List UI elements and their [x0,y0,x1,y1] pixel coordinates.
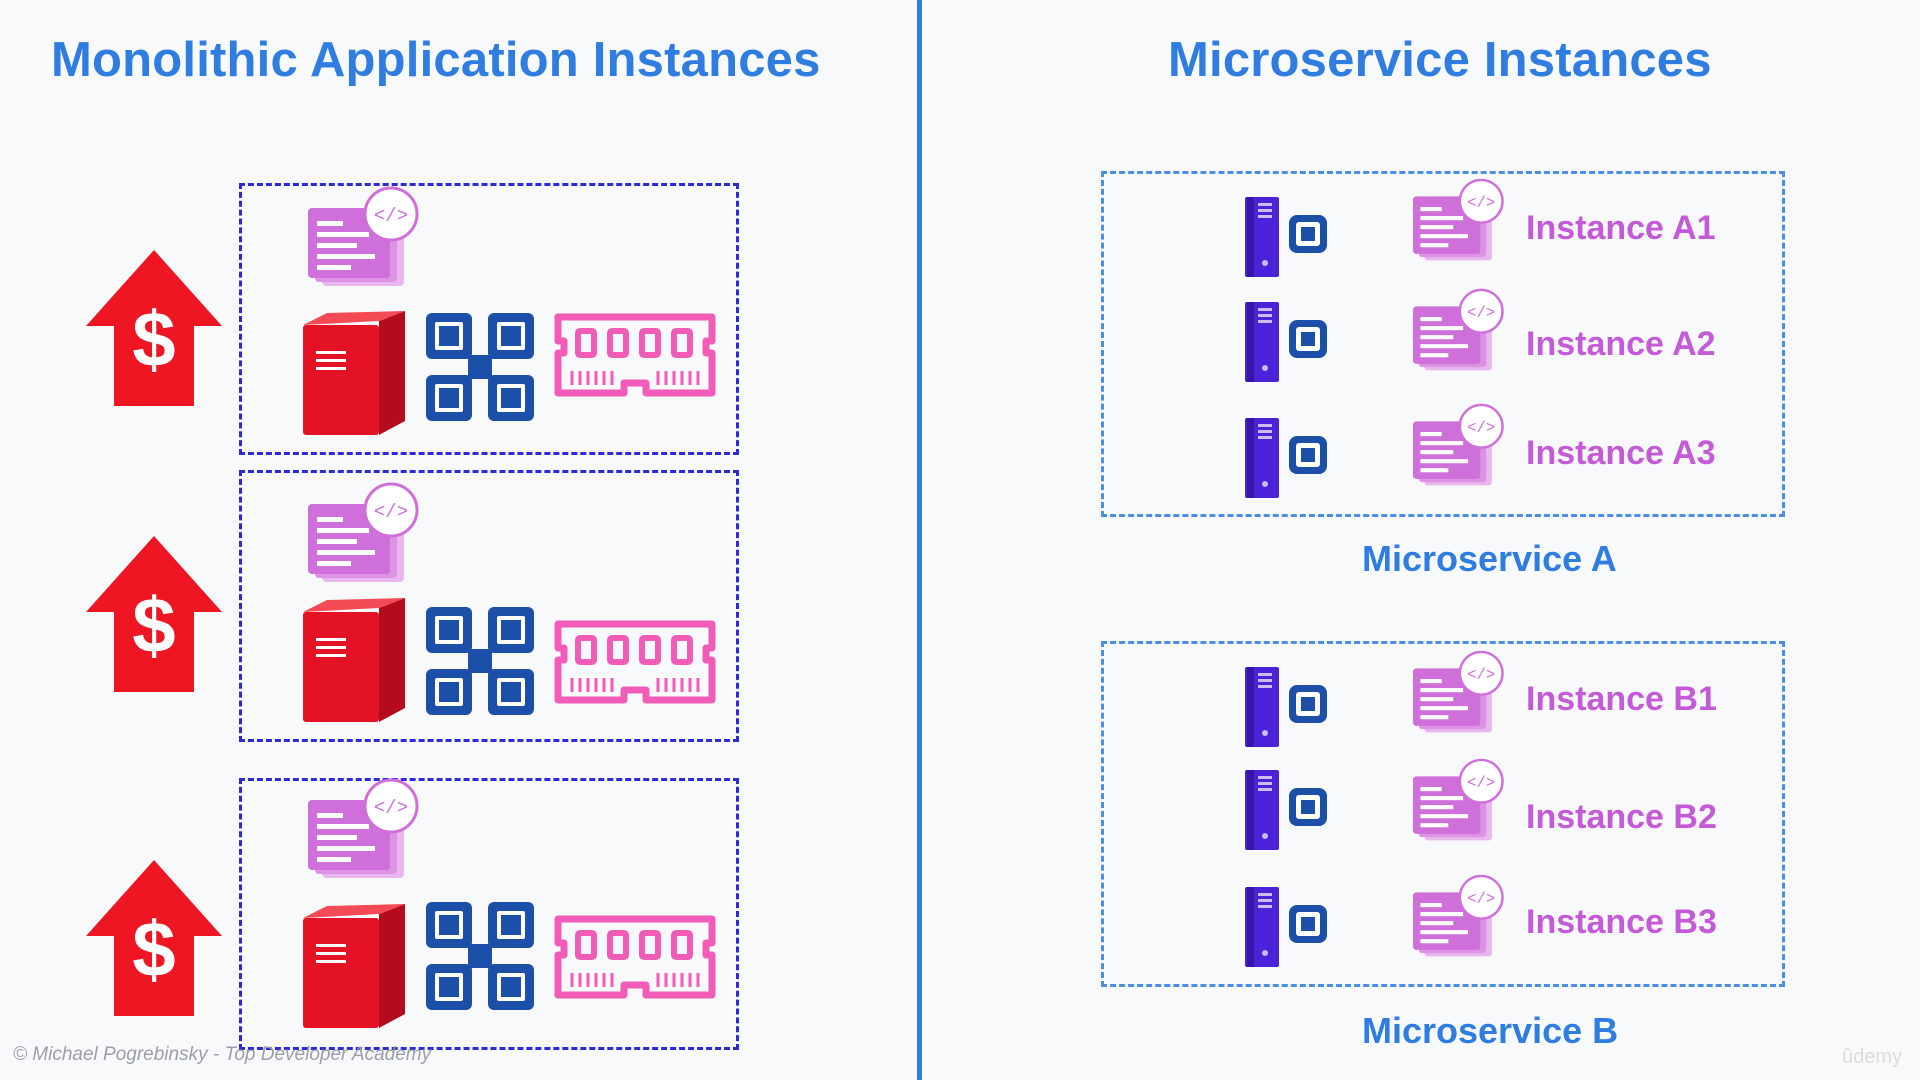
server-tower-icon [303,311,407,435]
code-document-icon [1413,758,1505,844]
monolith-box [239,183,739,455]
microservice-b-box [1101,641,1785,987]
server-cpu-icon [1245,418,1329,498]
code-document-icon [1413,874,1505,960]
dollar-up-arrow-icon [84,858,224,1018]
microservice-a-box [1101,171,1785,517]
code-document-icon [308,186,420,290]
server-cpu-icon [1245,197,1329,277]
code-document-icon [308,778,420,882]
server-cpu-icon [1245,770,1329,850]
code-document-icon [308,482,420,586]
instance-label: Instance A1 [1526,209,1716,247]
cpu-chip-icon [424,311,536,423]
server-cpu-icon [1245,302,1329,382]
code-document-icon [1413,650,1505,736]
cpu-chip-icon [424,605,536,717]
instance-label: Instance A3 [1526,434,1716,472]
udemy-watermark: ûdemy [1842,1046,1903,1068]
instance-label: Instance A2 [1526,325,1716,363]
dollar-up-arrow-icon [84,248,224,408]
monolith-box [239,778,739,1050]
server-tower-icon [303,598,407,722]
microservice-a-label: Microservice A [1362,538,1617,579]
ram-stick-icon [554,313,716,397]
monolithic-title: Monolithic Application Instances [51,33,821,87]
instance-label: Instance B1 [1526,680,1717,718]
instance-label: Instance B2 [1526,798,1717,836]
microservice-b-label: Microservice B [1362,1010,1619,1051]
code-document-icon [1413,288,1505,374]
monolith-box [239,470,739,742]
microservice-title: Microservice Instances [1168,33,1712,87]
ram-stick-icon [554,620,716,704]
server-tower-icon [303,904,407,1028]
cpu-chip-icon [424,900,536,1012]
code-document-icon [1413,178,1505,264]
ram-stick-icon [554,915,716,999]
vertical-divider [917,0,922,1080]
server-cpu-icon [1245,887,1329,967]
instance-label: Instance B3 [1526,903,1717,941]
copyright-text: © Michael Pogrebinsky - Top Developer Ac… [13,1044,432,1065]
dollar-up-arrow-icon [84,534,224,694]
code-document-icon [1413,403,1505,489]
server-cpu-icon [1245,667,1329,747]
